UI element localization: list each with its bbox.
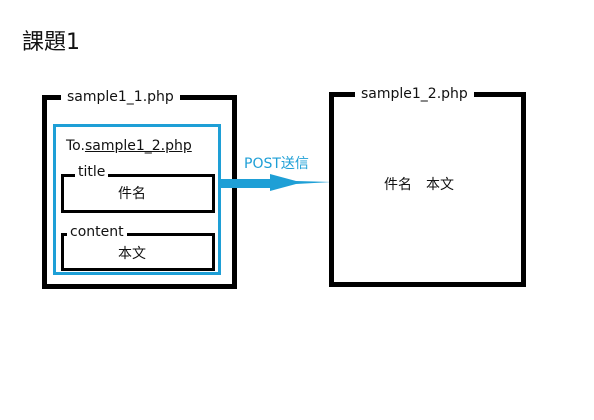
page-filename-left: sample1_1.php <box>61 88 180 106</box>
content-field-value: 本文 <box>118 246 146 262</box>
form-action-prefix: To. <box>66 138 85 154</box>
page-box-sample1-2 <box>329 92 526 287</box>
form-action-target: sample1_2.php <box>84 138 192 154</box>
received-values: 件名 本文 <box>384 177 454 193</box>
page-title: 課題1 <box>22 30 80 55</box>
title-field-value: 件名 <box>118 186 146 202</box>
post-arrow <box>218 174 332 191</box>
page-filename-right: sample1_2.php <box>355 85 474 103</box>
form-action: To.sample1_2.php <box>66 137 192 155</box>
post-arrow-label: POST送信 <box>244 156 309 172</box>
title-field <box>61 174 215 213</box>
arrow-shape <box>218 174 332 191</box>
title-field-label: title <box>75 164 109 180</box>
content-field-label: content <box>67 224 127 240</box>
